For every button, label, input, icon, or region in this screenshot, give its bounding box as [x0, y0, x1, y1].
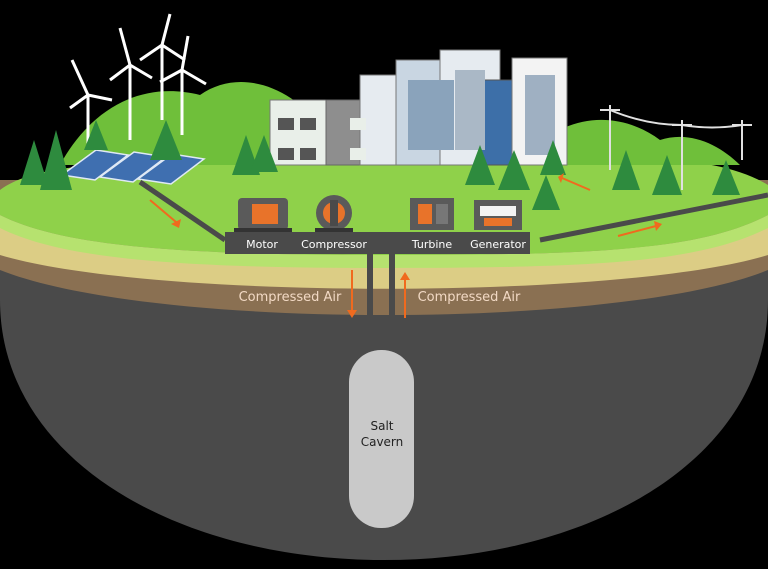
salt-cavern — [349, 350, 414, 528]
grass-edge — [0, 215, 768, 268]
tree-icon — [20, 120, 740, 210]
machine-platform — [225, 232, 530, 254]
cavern-label-line2: Cavern — [361, 435, 404, 449]
surface-pipes — [138, 179, 768, 243]
compressor-icon — [315, 195, 353, 232]
air-shafts — [367, 254, 395, 360]
motor-label: Motor — [246, 238, 278, 251]
wind-turbine-icon — [69, 13, 207, 150]
motor-icon — [234, 198, 292, 232]
building-icon — [269, 49, 568, 166]
turbine-icon — [410, 198, 454, 230]
flow-arrows — [149, 173, 662, 318]
solar-panel-icon — [60, 149, 206, 185]
turbine-label: Turbine — [411, 238, 453, 251]
cavern-label-line1: Salt — [370, 419, 393, 433]
compressed-air-down-label: Compressed Air — [239, 290, 342, 305]
generator-icon — [474, 200, 522, 230]
compressor-label: Compressor — [301, 238, 367, 251]
compressed-air-up-label: Compressed Air — [418, 290, 521, 305]
power-pole-icon — [600, 105, 752, 190]
generator-label: Generator — [470, 238, 526, 251]
hill-right — [520, 119, 740, 165]
